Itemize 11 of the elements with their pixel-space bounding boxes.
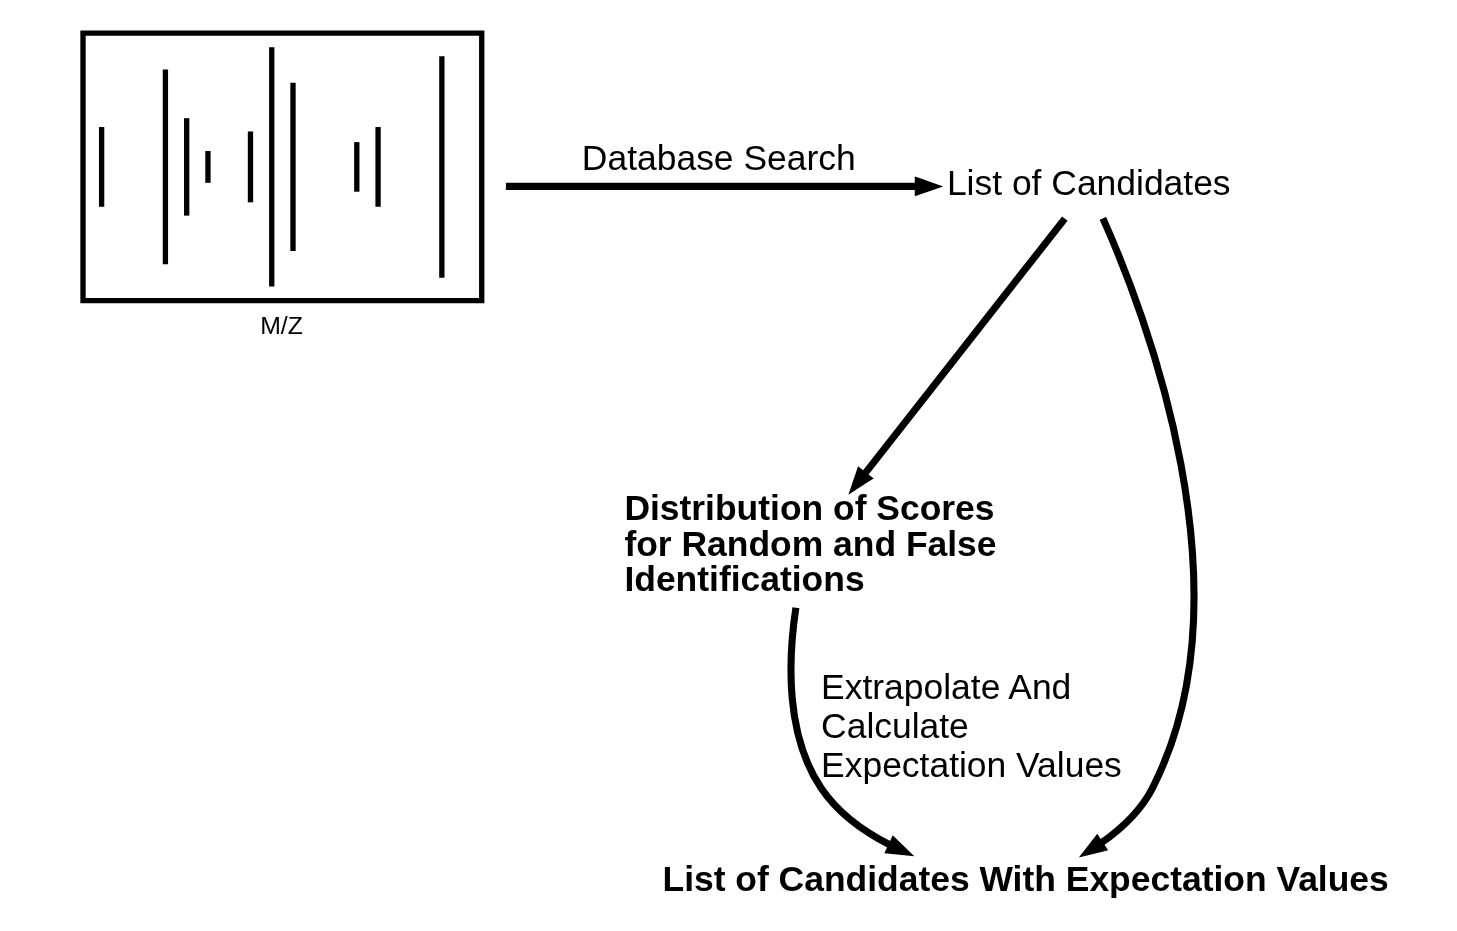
arrow [848, 216, 1068, 495]
node-text: Distribution of Scores for Random and False Identifications [624, 488, 997, 600]
arrow [1078, 216, 1197, 858]
node-text: List of Candidates [946, 163, 1231, 204]
edge-label: Extrapolate And Calculate Expectation Values [821, 667, 1122, 786]
node-label: M/Z [260, 311, 303, 339]
arrow [787, 607, 915, 857]
arrow [505, 176, 944, 197]
node-text: List of Candidates With Expectation Values [662, 858, 1389, 899]
edge-label: Database Search [581, 138, 856, 179]
node-picture [80, 30, 485, 304]
